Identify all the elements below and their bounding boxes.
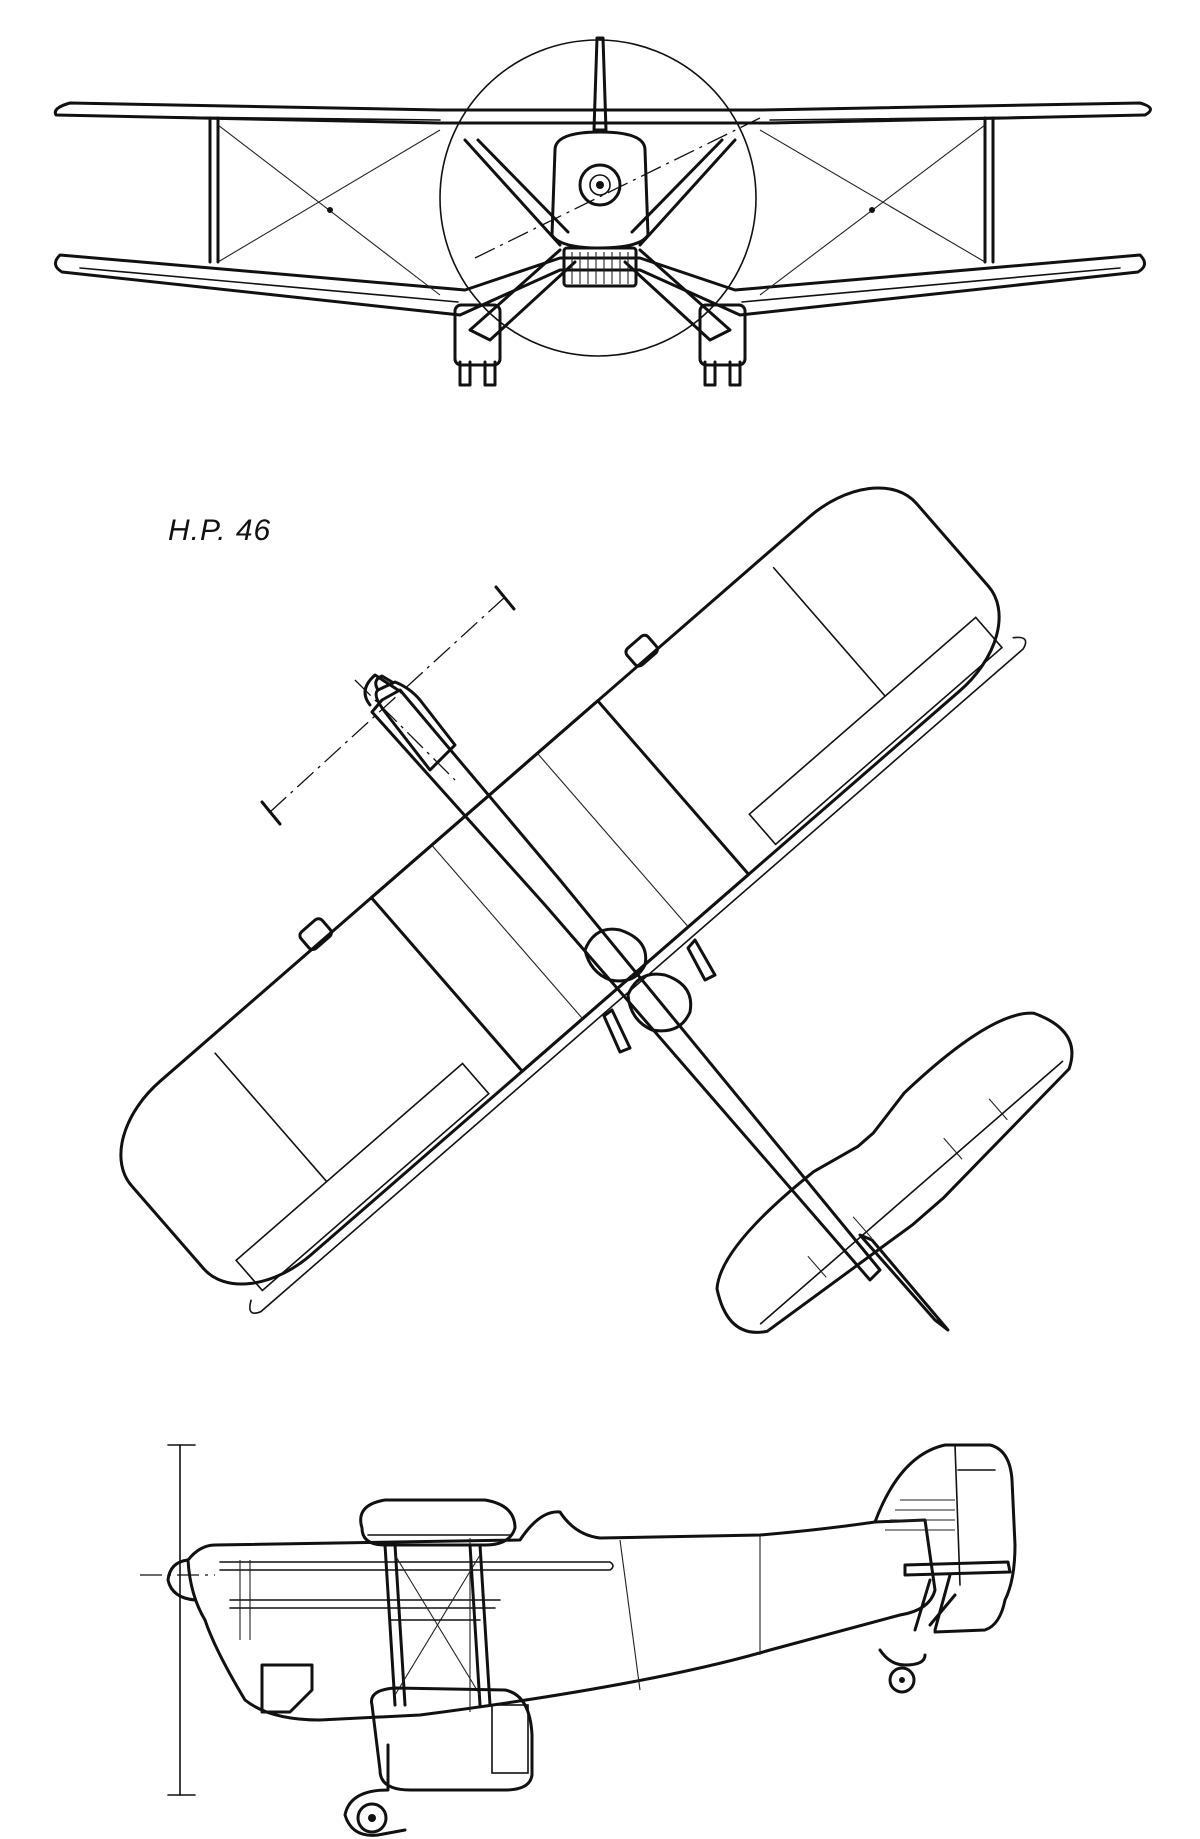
main-wheel-side: [343, 1743, 407, 1837]
aileron-left: [234, 1062, 490, 1292]
main-wheel-left-front: [453, 303, 502, 387]
engine-cowling-front: [550, 130, 650, 250]
wing-plan: [119, 486, 1001, 1286]
fuselage-plan: [370, 688, 882, 1282]
cockpit-front: [583, 927, 648, 983]
upper-wing-front: [53, 101, 1152, 125]
spinner-side: [166, 1558, 197, 1602]
lower-wing-side: [369, 1686, 534, 1792]
tailplane-plan: [715, 1011, 1074, 1334]
side-view: [140, 1443, 1017, 1837]
propeller-span-line: [269, 596, 506, 813]
aileron-right: [748, 616, 1004, 846]
upper-wing-side: [359, 1498, 517, 1547]
designation-label: H.P. 46: [168, 514, 271, 547]
fuselage-side: [186, 1510, 937, 1722]
fin-rudder-side: [873, 1443, 1017, 1634]
tailplane-side: [903, 1560, 1012, 1577]
propeller-axis: [474, 117, 761, 259]
main-wheel-right-front: [698, 303, 747, 387]
propeller-disc: [439, 39, 757, 357]
radiator-side: [260, 1663, 314, 1714]
cockpit-rear: [626, 972, 693, 1033]
plan-view: [119, 486, 1074, 1334]
fin-plan: [858, 1233, 950, 1332]
lower-wing-front: [54, 253, 1146, 317]
tail-wheel-side: [878, 1648, 927, 1667]
propeller-hub: [578, 163, 622, 207]
engine-nose-plan: [374, 680, 457, 772]
front-view: [53, 36, 1152, 387]
radiator: [562, 246, 638, 288]
